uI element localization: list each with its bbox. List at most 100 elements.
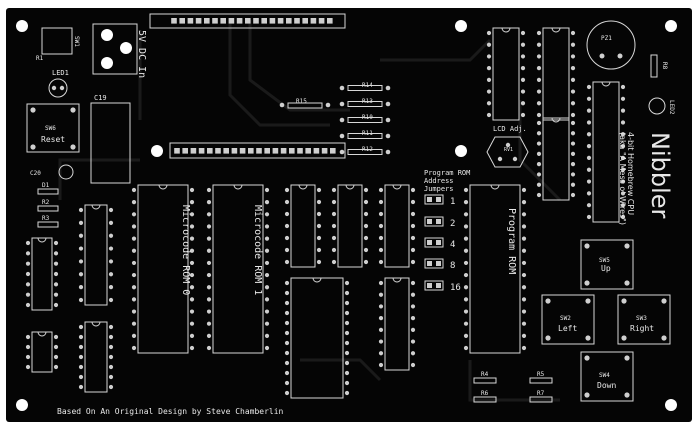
jumper-value: 8 — [450, 261, 455, 271]
header-pin — [313, 148, 320, 154]
ic-u15 — [586, 81, 626, 223]
ic-u8 — [378, 184, 416, 268]
svg-text:R4: R4 — [481, 371, 489, 378]
sw6-reset-button[interactable]: SW6 Reset — [26, 103, 80, 153]
header-outline — [169, 142, 346, 159]
header-pin — [212, 18, 218, 24]
header-pin — [305, 148, 311, 154]
mounting-hole — [455, 145, 467, 157]
ic-u4 — [131, 184, 195, 354]
header-pin — [327, 18, 333, 24]
svg-text:R5: R5 — [537, 371, 545, 378]
svg-text:R3: R3 — [42, 215, 50, 222]
header-pin — [294, 18, 300, 24]
board-title: Nibbler — [646, 132, 674, 219]
svg-text:R8: R8 — [661, 62, 668, 70]
header-pin — [253, 18, 259, 24]
mounting-hole — [120, 42, 132, 54]
sw4-down-button[interactable]: SW4 Down — [580, 351, 634, 402]
header-pin — [187, 18, 194, 24]
header-pin — [236, 18, 243, 24]
mounting-hole — [101, 57, 113, 69]
header-pin — [215, 148, 221, 154]
right-label: Right — [630, 324, 654, 333]
header-connector-middle — [169, 142, 346, 159]
board-subtitle: 4-bit Homebrew CPU — [626, 132, 635, 215]
svg-text:R2: R2 — [42, 199, 50, 206]
svg-text:LED1: LED1 — [52, 69, 69, 77]
ic-footprints — [25, 27, 626, 399]
header-pin — [198, 148, 205, 154]
right-passives: R8 LED2 — [648, 54, 675, 115]
power-label: 5V DC In — [136, 30, 147, 78]
svg-text:R15: R15 — [296, 98, 307, 105]
svg-text:R1: R1 — [36, 55, 44, 62]
header-pin — [223, 148, 229, 154]
up-label: Up — [601, 264, 611, 273]
sw3-right-button[interactable]: SW3 Right — [617, 294, 671, 345]
jumper-value: 2 — [450, 219, 455, 229]
svg-text:PZ1: PZ1 — [601, 35, 612, 42]
svg-text:C20: C20 — [30, 170, 41, 177]
header-pin — [256, 148, 262, 154]
header-pin — [280, 148, 287, 154]
ic-u14 — [536, 117, 576, 201]
svg-text:LED2: LED2 — [668, 100, 675, 115]
header-pin — [228, 18, 235, 24]
header-pin — [297, 148, 303, 154]
reset-label: Reset — [41, 135, 65, 144]
ic-u1 — [25, 331, 59, 373]
mounting-hole — [665, 399, 677, 411]
svg-text:C19: C19 — [94, 94, 107, 102]
u5-label: Microcode ROM 1 — [252, 205, 263, 295]
header-pin — [231, 148, 238, 154]
jumper-value: 4 — [450, 240, 455, 250]
sw1: SW1 — [41, 27, 80, 55]
svg-text:SW2: SW2 — [560, 315, 571, 322]
header-pin — [204, 18, 210, 24]
svg-text:SW1: SW1 — [73, 36, 80, 47]
ic-u13 — [78, 321, 114, 393]
header-pin — [277, 18, 284, 24]
credit-line: Based On An Original Design by Steve Cha… — [57, 407, 284, 416]
lcd-adjust-pot: LCD Adj. RV1 — [486, 125, 529, 168]
header-pin — [261, 18, 267, 24]
header-pin — [171, 18, 177, 24]
resistor-bank: R14 R13 R10 R11 R12 R15 — [279, 82, 391, 155]
jumper-value: 16 — [450, 283, 461, 293]
svg-text:Address: Address — [424, 177, 454, 185]
header-pin — [286, 18, 292, 24]
small-passives-left: D1 R2 R3 — [37, 182, 59, 228]
svg-text:LCD Adj.: LCD Adj. — [493, 125, 527, 133]
svg-text:SW6: SW6 — [45, 125, 56, 132]
ic-u6 — [284, 184, 322, 268]
mounting-hole — [665, 20, 677, 32]
svg-text:R7: R7 — [537, 390, 545, 397]
header-pin — [220, 18, 226, 24]
svg-text:Jumpers: Jumpers — [424, 185, 454, 193]
header-pin — [248, 148, 254, 154]
ic-u2 — [25, 237, 59, 311]
mounting-hole — [16, 20, 28, 32]
ic-u12 — [378, 277, 416, 371]
header-pin — [245, 18, 251, 24]
header-pin — [330, 148, 336, 154]
svg-text:SW4: SW4 — [599, 372, 610, 379]
header-outline — [149, 13, 346, 29]
ic-u11 — [284, 277, 350, 399]
down-label: Down — [597, 381, 616, 390]
header-pin — [239, 148, 246, 154]
svg-text:RV1: RV1 — [504, 147, 513, 153]
svg-text:SW3: SW3 — [636, 315, 647, 322]
header-pin — [174, 148, 180, 154]
c19: C19 — [90, 94, 131, 184]
sw5-up-button[interactable]: SW5 Up — [580, 239, 634, 290]
ic-u18 — [486, 27, 526, 121]
header-pin — [179, 18, 185, 24]
header-pin — [318, 18, 325, 24]
power-jack: 5V DC In — [92, 23, 147, 78]
pz1-buzzer: PZ1 — [586, 20, 636, 70]
ic-u7 — [331, 184, 369, 268]
sw2-left-button[interactable]: SW2 Left — [541, 294, 595, 345]
